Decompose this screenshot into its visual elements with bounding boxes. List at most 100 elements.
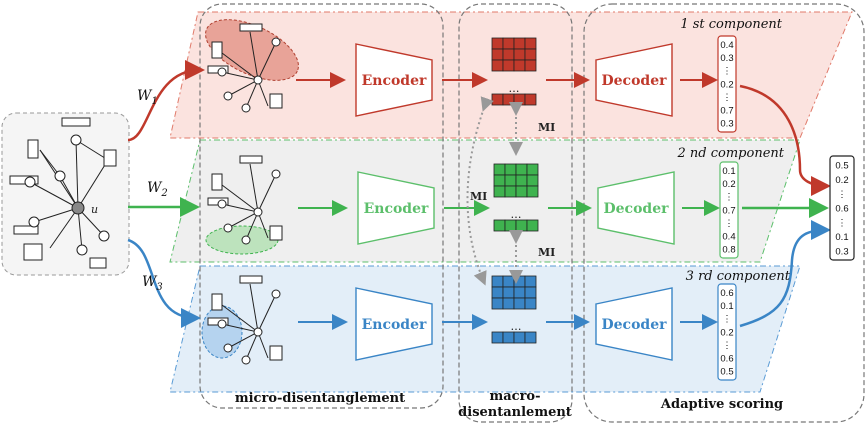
score-value: 0.2	[720, 79, 733, 90]
score-value: 0.4	[722, 232, 735, 243]
subgraph-edge	[217, 301, 259, 333]
subgraph-node	[217, 319, 227, 329]
score-value: 0.6	[720, 288, 733, 299]
encoder-3-label: Encoder	[362, 317, 427, 333]
weight-label-1: W1	[137, 88, 158, 107]
graph-attr-node	[9, 175, 39, 185]
graph-edge	[29, 181, 79, 209]
subgraph-1	[207, 23, 283, 113]
subgraph-edge	[217, 181, 259, 213]
subgraph-attr-node	[211, 41, 223, 59]
embedding-cell	[491, 37, 504, 50]
embed-dots-1: …	[509, 82, 520, 95]
score-value: 0.5	[720, 367, 733, 378]
score-vector-1	[717, 35, 737, 133]
graph-node	[24, 176, 36, 188]
decoder-3-label: Decoder	[602, 317, 668, 333]
score-values-2: 0.10.2⋮0.7⋮0.40.8	[722, 166, 735, 256]
subgraph-edge	[257, 79, 269, 107]
embedding-cell	[524, 37, 537, 50]
graph-edge	[77, 159, 109, 209]
macro-disentanglement-box	[458, 3, 573, 423]
decoder-1-shape	[595, 43, 673, 117]
score-value: ⋮	[722, 314, 732, 325]
score-value: 0.1	[722, 166, 735, 177]
embedding-cell	[491, 331, 504, 344]
score-vector-3	[717, 283, 737, 381]
encoder-2-label: Encoder	[364, 201, 429, 217]
embedding-cell	[526, 174, 539, 187]
embedding-cell	[493, 185, 506, 198]
subgraph-edge	[257, 173, 277, 213]
subgraph-edge	[227, 331, 259, 349]
score-value: 0.6	[835, 204, 848, 215]
embedding-cell	[502, 37, 515, 50]
embedding-grid-1	[491, 37, 537, 106]
encoder-1-shape	[355, 43, 433, 117]
embedding-cell	[491, 275, 504, 288]
score-value: 0.6	[720, 354, 733, 365]
micro-disentanglement-label: micro-disentanglement	[235, 391, 405, 406]
score-vector-2	[719, 161, 739, 259]
subgraph-hub	[253, 207, 263, 217]
macro-label-line2: disentanlement	[458, 405, 572, 420]
embedding-cell	[502, 297, 515, 310]
graph-attr-node	[13, 225, 39, 235]
subgraph-edge	[249, 163, 259, 213]
subgraph-hub	[253, 327, 263, 337]
score-value: 0.1	[835, 232, 848, 243]
embedding-cell	[513, 37, 526, 50]
embedding-cell	[504, 163, 517, 176]
subgraph-attr-node	[211, 293, 223, 311]
embedding-cell	[513, 59, 526, 72]
embedding-cell	[513, 275, 526, 288]
subgraph-edge	[227, 211, 259, 229]
subgraph-attr-node	[269, 345, 283, 361]
subgraph-edge	[257, 41, 277, 81]
embedding-cell	[502, 275, 515, 288]
score-value: 0.4	[720, 40, 733, 51]
embedding-cell	[491, 48, 504, 61]
micro-disentanglement-box	[199, 3, 444, 409]
score-value: ⋮	[722, 66, 732, 77]
subgraph-node	[217, 67, 227, 77]
input-graph	[9, 117, 117, 269]
weight-label-2: W2	[147, 180, 168, 199]
subgraph-node	[271, 169, 281, 179]
graph-edge	[33, 207, 79, 223]
score-value: 0.3	[720, 53, 733, 64]
score-value: 0.2	[835, 175, 848, 186]
graph-edge	[75, 139, 79, 209]
score-value: ⋮	[722, 340, 732, 351]
embedding-cell	[502, 59, 515, 72]
embedding-cell	[502, 48, 515, 61]
subgraph-edge	[245, 211, 259, 241]
embedding-cell	[526, 185, 539, 198]
embedding-cell	[526, 163, 539, 176]
subgraph-node	[217, 199, 227, 209]
subgraph-attr-node	[239, 275, 263, 284]
mi-label-1: MI	[538, 121, 555, 134]
embedding-cell	[491, 286, 504, 299]
subgraph-attr-node	[269, 225, 283, 241]
graph-attr-node	[23, 243, 43, 261]
embedding-cell	[491, 93, 504, 106]
component-plane-1	[169, 11, 853, 139]
embedding-cell	[515, 219, 528, 232]
graph-edge	[77, 207, 83, 251]
subgraph-edge	[257, 211, 269, 239]
score-value: 0.7	[720, 106, 733, 117]
subgraph-edge	[217, 49, 259, 81]
decoder-2-label: Decoder	[604, 201, 670, 217]
score-values-3: 0.60.1⋮0.2⋮0.60.5	[720, 288, 733, 378]
subgraph-3	[207, 275, 283, 365]
subgraph-node	[241, 103, 251, 113]
decoder-1-label: Decoder	[602, 73, 668, 89]
embedding-cell	[504, 219, 517, 232]
subgraph-highlight-3	[201, 305, 243, 359]
node-u-label: u	[91, 203, 98, 216]
graph-node-u	[71, 201, 85, 215]
embedding-cell	[513, 331, 526, 344]
subgraph-node	[271, 37, 281, 47]
graph-node	[98, 230, 110, 242]
